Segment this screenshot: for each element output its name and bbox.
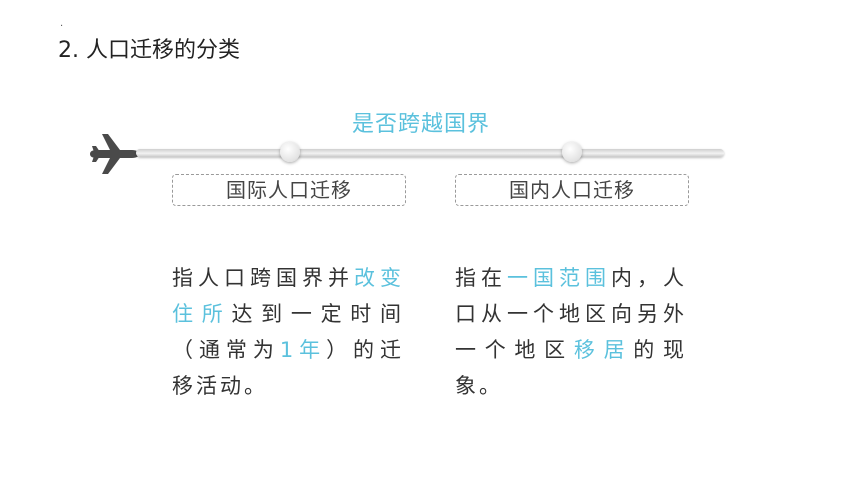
classification-criterion: 是否跨越国界 — [352, 112, 491, 137]
description-text: 指人口跨国界并 — [172, 266, 354, 290]
category-box-domestic: 国内人口迁移 — [455, 174, 689, 206]
description-text: ）的迁移活动。 — [172, 338, 404, 398]
description-text: 达到一定时间（通常为 — [172, 302, 405, 362]
description-text: 指在 — [455, 266, 507, 290]
airplane-icon — [90, 134, 139, 174]
description-text: 的现象。 — [455, 338, 688, 398]
highlight-text: 一国范围 — [507, 266, 611, 290]
timeline-node-international — [280, 142, 300, 162]
category-box-international: 国际人口迁移 — [172, 174, 406, 206]
highlight-text: 1年 — [279, 338, 327, 362]
timeline-track — [136, 149, 724, 157]
highlight-text: 改变住所 — [172, 266, 404, 326]
timeline — [88, 128, 728, 178]
category-label-domestic: 国内人口迁移 — [509, 178, 635, 202]
category-label-international: 国际人口迁移 — [226, 178, 352, 202]
description-international: 指人口跨国界并改变住所达到一定时间（通常为1年）的迁移活动。 — [172, 260, 404, 404]
description-text: 内，人口从一个地区向另外一个地区 — [455, 266, 687, 362]
heading-text: 2. 人口迁移的分类 — [58, 38, 240, 63]
description-domestic: 指在一国范围内，人口从一个地区向另外一个地区移居的现象。 — [455, 260, 687, 404]
timeline-node-domestic — [562, 142, 582, 162]
heading-dot: . — [60, 18, 64, 29]
highlight-text: 移居 — [573, 338, 634, 362]
slide-heading: . 2. 人口迁移的分类 — [58, 18, 240, 64]
